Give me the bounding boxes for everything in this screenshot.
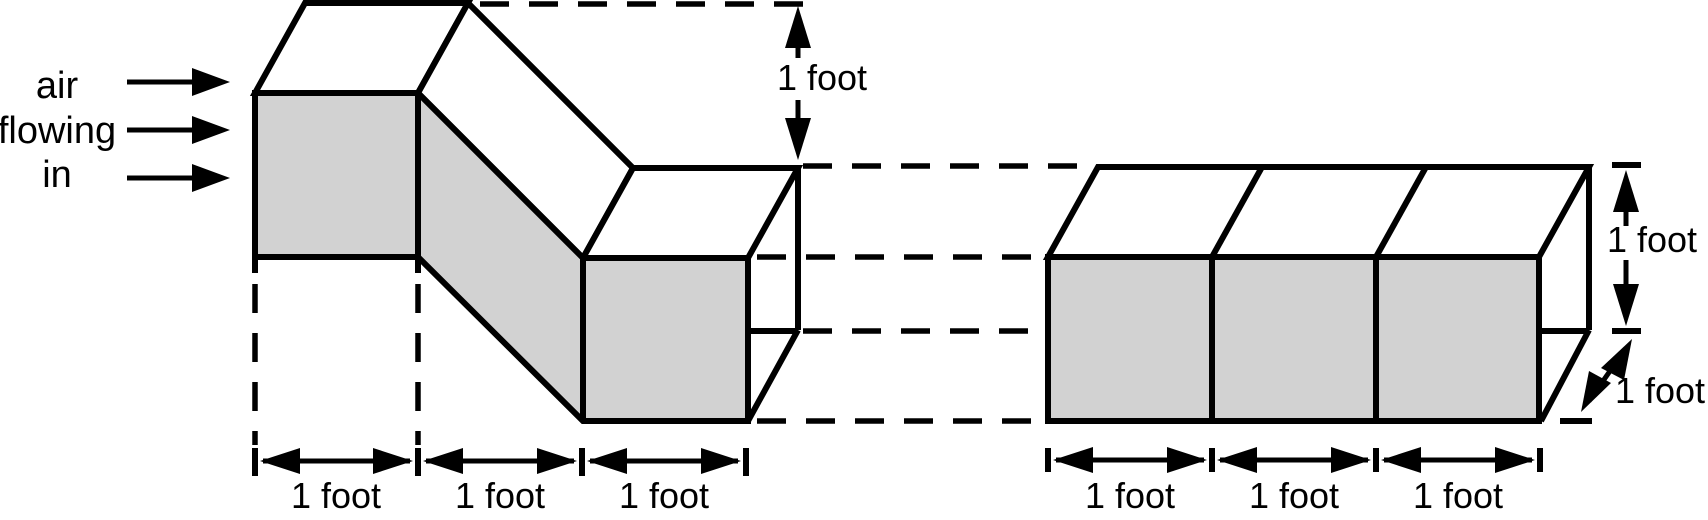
width-dimension-label: 1 foot	[1085, 475, 1175, 516]
air-flow-annotation: air flowing in	[0, 65, 230, 196]
stepped-duct-outlet-bottom-slant	[745, 328, 801, 423]
arrow-down-icon	[1613, 284, 1639, 326]
width-dimension-arrow	[1053, 447, 1207, 473]
air-flow-label-line2: flowing	[0, 110, 116, 152]
width-dimension-arrow	[587, 448, 741, 474]
straight-duct-top-divider-1	[1209, 165, 1265, 259]
width-dimension-label: 1 foot	[619, 475, 709, 516]
straight-duct-height-dimension: 1 foot	[1607, 162, 1697, 334]
flow-arrow-icon	[127, 116, 230, 144]
height-dimension-label: 1 foot	[1607, 219, 1697, 260]
straight-duct	[1042, 164, 1595, 424]
straight-duct-depth-dimension: 1 foot	[1560, 339, 1705, 424]
arrow-down-left-icon	[1581, 371, 1611, 412]
arrow-up-icon	[785, 6, 811, 48]
width-dimension-label: 1 foot	[1413, 475, 1503, 516]
stepped-duct	[249, 0, 804, 424]
straight-duct-front-face	[1045, 254, 1542, 424]
arrow-up-icon	[1613, 170, 1639, 212]
drop-height-dimension: 1 foot	[777, 6, 867, 160]
flow-arrow-icon	[127, 68, 230, 96]
air-flow-label-line3: in	[42, 154, 72, 196]
width-dimension-arrow	[260, 448, 413, 474]
width-dimension-arrow	[423, 448, 577, 474]
straight-duct-width-dimensions: 1 foot 1 foot 1 foot	[1045, 447, 1543, 516]
width-dimension-arrow	[1217, 447, 1371, 473]
straight-duct-top-face	[1042, 164, 1595, 260]
projection-dashed-lines	[252, 1, 1094, 445]
width-dimension-label: 1 foot	[291, 475, 381, 516]
air-flow-label-line1: air	[36, 65, 79, 107]
width-dimension-label: 1 foot	[1249, 475, 1339, 516]
arrow-down-icon	[785, 118, 811, 160]
depth-dimension-label: 1 foot	[1615, 370, 1705, 411]
straight-duct-end-bottom-slant	[1538, 328, 1592, 423]
stepped-duct-width-dimensions: 1 foot 1 foot 1 foot	[252, 448, 749, 516]
width-dimension-arrow	[1381, 447, 1535, 473]
width-dimension-label: 1 foot	[455, 475, 545, 516]
drop-height-dimension-label: 1 foot	[777, 57, 867, 98]
straight-duct-top-divider-2	[1373, 165, 1429, 259]
flow-arrow-icon	[127, 164, 230, 192]
arrow-up-right-icon	[1601, 339, 1632, 380]
